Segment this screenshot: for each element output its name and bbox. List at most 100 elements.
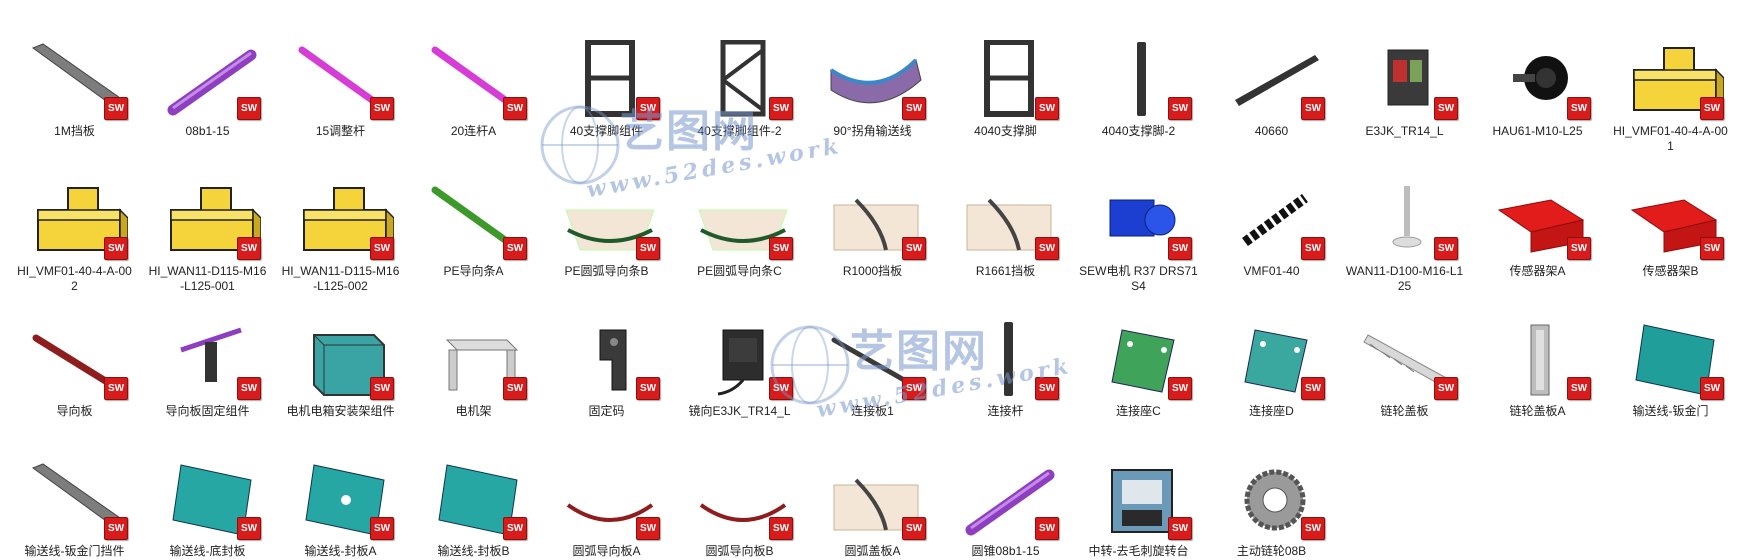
part-thumbnail-icon (1491, 320, 1591, 398)
solidworks-icon: SW (1700, 97, 1724, 120)
file-item[interactable]: SW HAU61-M10-L25 (1471, 0, 1604, 140)
file-name-label: 输送线-封板A (304, 544, 377, 558)
file-item[interactable]: SW 40660 (1205, 0, 1338, 140)
solidworks-icon: SW (503, 237, 527, 260)
part-thumbnail-icon (560, 180, 660, 258)
file-item[interactable]: SW 中转-去毛刺旋转台 (1072, 420, 1205, 560)
solidworks-icon: SW (902, 377, 926, 400)
solidworks-icon: SW (1434, 237, 1458, 260)
solidworks-icon: SW (1567, 97, 1591, 120)
file-name-label: 链轮盖板A (1509, 404, 1566, 418)
file-name-label: 1M挡板 (54, 124, 95, 138)
part-thumbnail-icon (826, 40, 926, 118)
file-name-label: 镜向E3JK_TR14_L (688, 404, 791, 418)
solidworks-icon: SW (636, 377, 660, 400)
part-thumbnail-icon (560, 39, 660, 118)
solidworks-icon: SW (237, 377, 261, 400)
solidworks-icon: SW (1301, 237, 1325, 260)
file-name-label: HAU61-M10-L25 (1492, 124, 1583, 138)
solidworks-icon: SW (1035, 377, 1059, 400)
file-item[interactable]: SW 圆锥08b1-15 (939, 420, 1072, 560)
file-item[interactable]: SW SEW电机 R37 DRS71S4 (1072, 140, 1205, 293)
file-name-label: 中转-去毛刺旋转台 (1088, 544, 1189, 558)
file-name-label: 15调整杆 (315, 124, 366, 138)
solidworks-icon: SW (769, 517, 793, 540)
file-item[interactable]: SW 镜向E3JK_TR14_L (673, 280, 806, 420)
file-name-label: 4040支撑脚-2 (1101, 124, 1176, 138)
file-name-label: 主动链轮08B (1236, 544, 1307, 558)
file-name-label: 输送线-钣金门 (1632, 404, 1709, 418)
solidworks-icon: SW (769, 97, 793, 120)
file-name-label: 输送线-底封板 (169, 544, 246, 558)
file-item[interactable]: SW 4040支撑脚-2 (1072, 0, 1205, 140)
file-item[interactable]: SW WAN11-D100-M16-L125 (1338, 140, 1471, 293)
file-name-label: SEW电机 R37 DRS71S4 (1079, 264, 1198, 293)
solidworks-icon: SW (1301, 97, 1325, 120)
part-thumbnail-icon (826, 180, 926, 258)
file-name-label: 导向板固定组件 (165, 404, 250, 418)
solidworks-icon: SW (1700, 237, 1724, 260)
solidworks-icon: SW (237, 517, 261, 540)
file-name-label: 连接杆 (987, 404, 1024, 418)
solidworks-icon: SW (370, 237, 394, 260)
part-thumbnail-icon (1358, 40, 1458, 118)
solidworks-icon: SW (1035, 237, 1059, 260)
file-item[interactable]: SW 导向板固定组件 (141, 280, 274, 420)
file-name-label: 40660 (1254, 124, 1289, 138)
solidworks-icon: SW (1168, 517, 1192, 540)
solidworks-icon: SW (1168, 237, 1192, 260)
file-name-label: 圆锥08b1-15 (971, 544, 1040, 558)
solidworks-icon: SW (769, 377, 793, 400)
file-name-label: PE圆弧导向条B (564, 264, 649, 278)
part-thumbnail-icon (560, 460, 660, 538)
file-item[interactable]: SW 连接杆 (939, 280, 1072, 420)
part-thumbnail-icon (294, 320, 394, 398)
solidworks-icon: SW (1168, 97, 1192, 120)
file-item[interactable]: SW 输送线-底封板 (141, 420, 274, 560)
part-thumbnail-icon (693, 320, 793, 398)
solidworks-icon: SW (1301, 377, 1325, 400)
solidworks-icon: SW (237, 97, 261, 120)
solidworks-icon: SW (1035, 517, 1059, 540)
file-name-label: WAN11-D100-M16-L125 (1345, 264, 1464, 293)
file-name-label: 传感器架A (1509, 264, 1566, 278)
